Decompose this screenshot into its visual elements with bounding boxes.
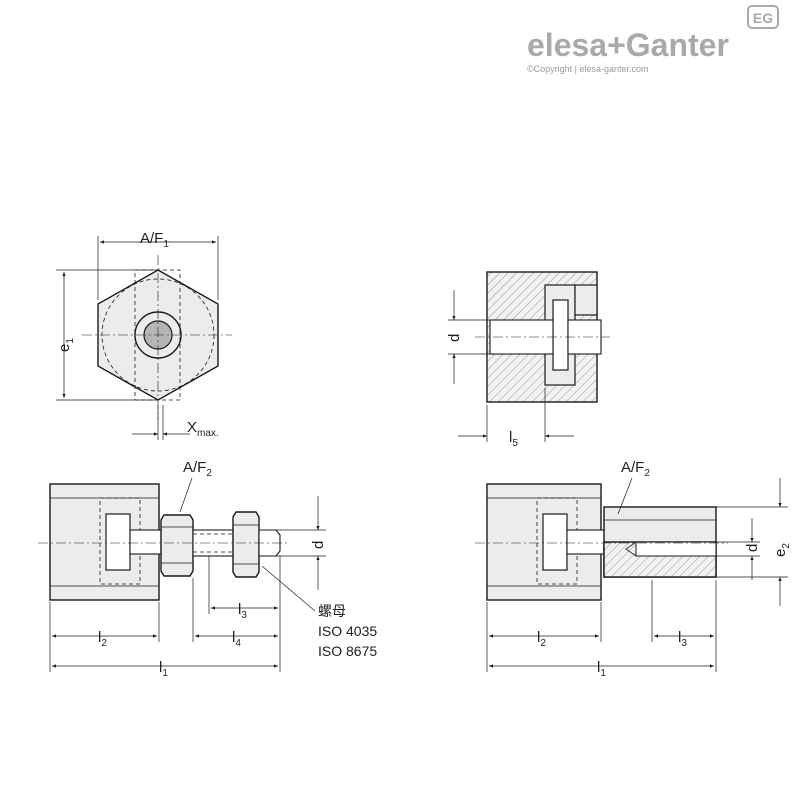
l4-label: l4 bbox=[232, 629, 241, 649]
l3-right-label: l3 bbox=[678, 629, 687, 649]
l5-label: l5 bbox=[509, 429, 518, 449]
stud-head bbox=[105, 513, 131, 571]
d-top-label: d bbox=[446, 334, 463, 342]
af2-right-label: A/F2 bbox=[621, 459, 650, 479]
nut-note-line3: ISO 8675 bbox=[318, 643, 377, 659]
af1-label: A/F1 bbox=[140, 230, 169, 250]
bore-variant-view: A/F2 d e2 l3 l2 l1 bbox=[475, 459, 792, 679]
d-left-label: d bbox=[310, 541, 327, 549]
af2-right-leader bbox=[617, 477, 633, 515]
l1-left-label: l1 bbox=[159, 659, 168, 679]
e2-label: e2 bbox=[772, 543, 792, 557]
eg-badge-text: EG bbox=[753, 10, 773, 26]
nut-1 bbox=[160, 514, 194, 577]
nut-note-line1: 螺母 bbox=[318, 603, 346, 619]
bore-drill-tip bbox=[625, 541, 637, 557]
section-head bbox=[552, 299, 569, 371]
l2-left-label: l2 bbox=[98, 629, 107, 649]
e1-label: e1 bbox=[56, 338, 76, 352]
section-stud bbox=[574, 284, 598, 316]
xmax-label: Xmax. bbox=[187, 419, 219, 439]
brand-logo: elesa+Ganter EG ©Copyright | elesa-gante… bbox=[527, 5, 779, 74]
nut-note-leader bbox=[261, 565, 316, 612]
copyright-text: ©Copyright | elesa-ganter.com bbox=[527, 64, 649, 74]
nut-2 bbox=[232, 511, 260, 578]
threaded-bore bbox=[635, 541, 717, 557]
bore-head bbox=[542, 513, 568, 571]
bore-neck bbox=[566, 529, 605, 555]
d-right-label: d bbox=[744, 544, 761, 552]
brand-wordmark: elesa+Ganter bbox=[527, 27, 729, 63]
stud-variant-view: A/F2 d 螺母 ISO 4035 ISO 8675 l3 l4 l2 l1 bbox=[38, 459, 377, 679]
stud-neck bbox=[129, 529, 163, 555]
af2-left-leader bbox=[179, 477, 193, 513]
l2-right-label: l2 bbox=[537, 629, 546, 649]
af2-left-label: A/F2 bbox=[183, 459, 212, 479]
hex-hidden-slot bbox=[134, 269, 181, 401]
section-view: d l5 bbox=[446, 271, 610, 449]
nut-note-line2: ISO 4035 bbox=[318, 623, 377, 639]
l3-left-label: l3 bbox=[238, 601, 247, 621]
eg-badge-icon: EG bbox=[747, 5, 779, 29]
hex-end-view: A/F1 e1 Xmax. bbox=[56, 230, 232, 440]
l1-right-label: l1 bbox=[597, 659, 606, 679]
